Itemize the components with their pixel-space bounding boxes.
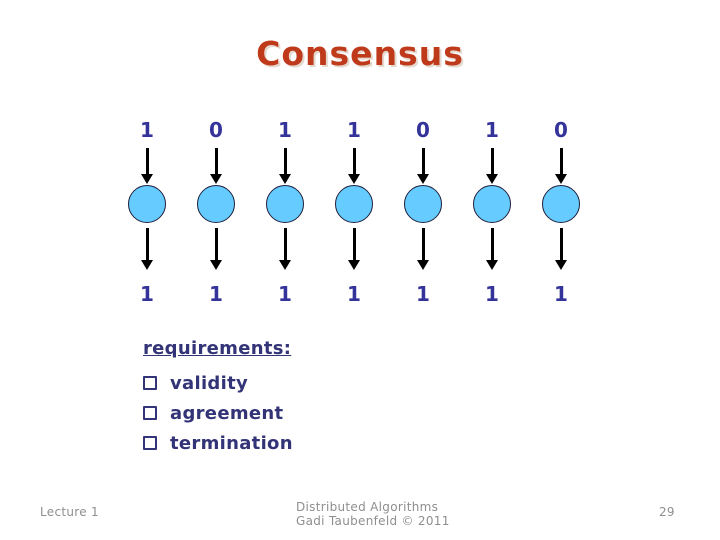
arrow-shaft	[490, 148, 494, 174]
process-node	[128, 185, 166, 223]
output-value: 1	[485, 282, 499, 306]
arrow-down-icon	[486, 228, 498, 270]
arrow-head	[417, 260, 429, 270]
process-node	[473, 185, 511, 223]
footer-lecture-label: Lecture 1	[40, 505, 99, 519]
requirement-label: termination	[170, 432, 293, 454]
process-node	[335, 185, 373, 223]
requirement-label: validity	[170, 372, 249, 394]
arrow-down-icon	[417, 148, 429, 184]
input-value: 1	[140, 118, 154, 142]
output-value: 1	[347, 282, 361, 306]
output-value: 1	[140, 282, 154, 306]
arrow-shaft	[352, 148, 356, 174]
arrow-head	[555, 174, 567, 184]
checkbox-bullet-icon	[143, 376, 157, 390]
process-node	[266, 185, 304, 223]
consensus-diagram: 1 1 0 1 1	[125, 118, 583, 306]
requirement-item: validity	[143, 368, 293, 398]
requirement-item: agreement	[143, 398, 293, 428]
checkbox-bullet-icon	[143, 406, 157, 420]
process-column: 0 1	[539, 118, 583, 306]
process-column: 1 1	[332, 118, 376, 306]
arrow-head	[141, 260, 153, 270]
arrow-down-icon	[141, 228, 153, 270]
output-value: 1	[209, 282, 223, 306]
arrow-down-icon	[279, 228, 291, 270]
requirement-item: termination	[143, 428, 293, 458]
arrow-down-icon	[555, 148, 567, 184]
arrow-down-icon	[348, 148, 360, 184]
arrow-shaft	[421, 148, 425, 174]
input-value: 0	[554, 118, 568, 142]
input-value: 1	[347, 118, 361, 142]
arrow-down-icon	[555, 228, 567, 270]
arrow-head	[210, 260, 222, 270]
arrow-head	[141, 174, 153, 184]
requirements-block: requirements: validity agreement termina…	[143, 337, 293, 458]
process-column: 1 1	[470, 118, 514, 306]
arrow-shaft	[283, 148, 287, 174]
arrow-shaft	[490, 228, 494, 260]
arrow-head	[417, 174, 429, 184]
arrow-head	[210, 174, 222, 184]
input-value: 1	[485, 118, 499, 142]
process-node	[542, 185, 580, 223]
arrow-down-icon	[210, 148, 222, 184]
arrow-head	[486, 174, 498, 184]
requirements-heading: requirements:	[143, 338, 292, 359]
requirement-label: agreement	[170, 402, 284, 424]
footer-page-number: 29	[659, 505, 675, 519]
checkbox-bullet-icon	[143, 436, 157, 450]
output-value: 1	[278, 282, 292, 306]
arrow-down-icon	[486, 148, 498, 184]
arrow-shaft	[559, 228, 563, 260]
arrow-down-icon	[417, 228, 429, 270]
arrow-shaft	[283, 228, 287, 260]
process-column: 1 1	[125, 118, 169, 306]
process-node	[197, 185, 235, 223]
arrow-shaft	[145, 148, 149, 174]
process-column: 1 1	[263, 118, 307, 306]
output-value: 1	[554, 282, 568, 306]
input-value: 1	[278, 118, 292, 142]
arrow-head	[279, 260, 291, 270]
arrow-head	[486, 260, 498, 270]
process-column: 0 1	[194, 118, 238, 306]
arrow-down-icon	[210, 228, 222, 270]
input-value: 0	[416, 118, 430, 142]
output-value: 1	[416, 282, 430, 306]
process-column: 0 1	[401, 118, 445, 306]
footer-author-copyright: Gadi Taubenfeld © 2011	[296, 514, 450, 528]
requirements-list: validity agreement termination	[143, 368, 293, 458]
input-value: 0	[209, 118, 223, 142]
arrow-shaft	[352, 228, 356, 260]
slide-title: Consensus	[256, 34, 464, 73]
arrow-head	[279, 174, 291, 184]
footer-credits: Distributed Algorithms Gadi Taubenfeld ©…	[296, 500, 450, 528]
arrow-shaft	[421, 228, 425, 260]
arrow-shaft	[214, 228, 218, 260]
arrow-head	[348, 174, 360, 184]
footer-course-title: Distributed Algorithms	[296, 500, 439, 514]
arrow-shaft	[214, 148, 218, 174]
arrow-head	[555, 260, 567, 270]
arrow-down-icon	[141, 148, 153, 184]
arrow-shaft	[145, 228, 149, 260]
arrow-down-icon	[348, 228, 360, 270]
arrow-down-icon	[279, 148, 291, 184]
arrow-head	[348, 260, 360, 270]
process-node	[404, 185, 442, 223]
arrow-shaft	[559, 148, 563, 174]
